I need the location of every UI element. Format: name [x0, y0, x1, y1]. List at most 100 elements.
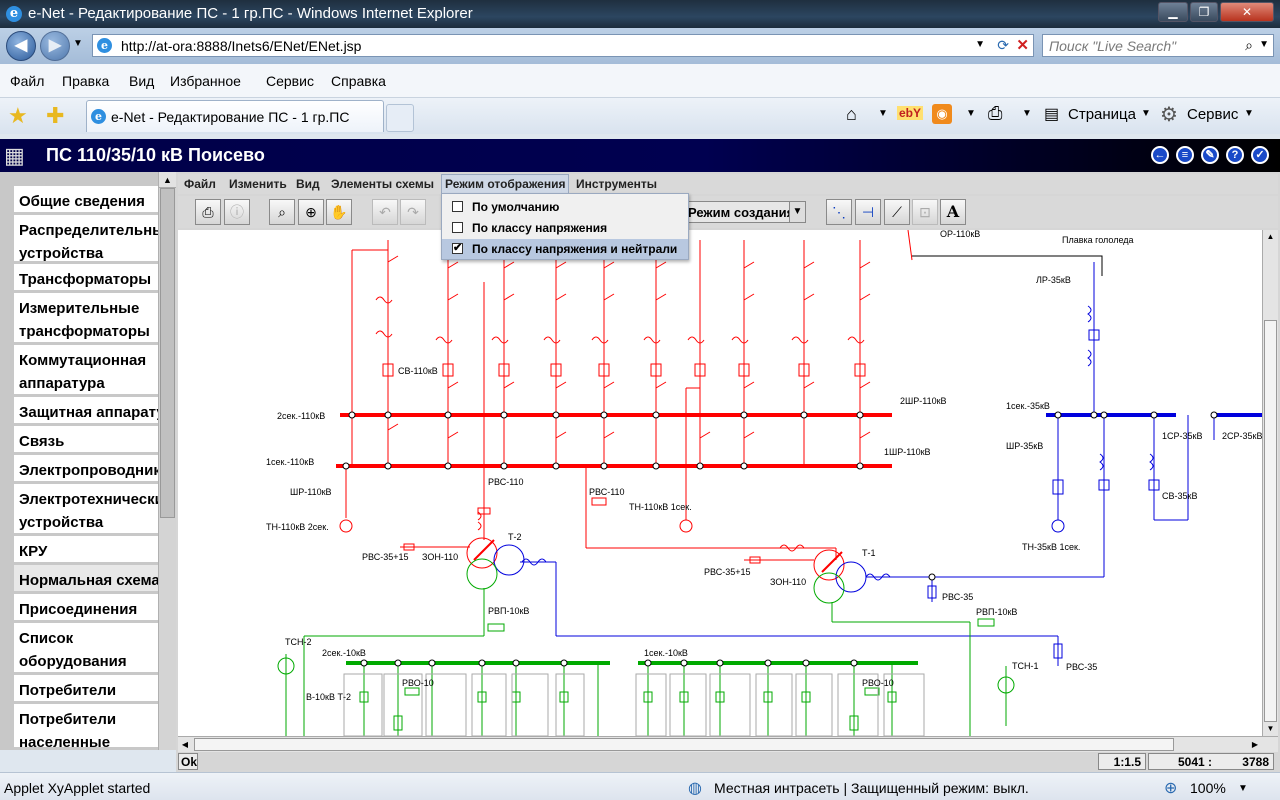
add-favorites-icon[interactable]: ✚: [46, 103, 65, 128]
print-tool-icon[interactable]: ⎙: [195, 199, 221, 225]
sidebar-scrollbar[interactable]: ▲: [158, 172, 176, 750]
close-icon[interactable]: ✕: [1220, 2, 1274, 22]
zoom-level[interactable]: 100%: [1190, 780, 1226, 796]
menu-tools[interactable]: Сервис: [266, 73, 314, 89]
security-zone: Местная интрасеть | Защищенный режим: вы…: [714, 780, 1029, 796]
sidebar-item-transformers[interactable]: Трансформаторы: [14, 264, 158, 293]
menu-view[interactable]: Вид: [129, 73, 155, 89]
switch-tool-icon[interactable]: ⟋: [884, 199, 910, 225]
rss-icon[interactable]: ◉: [932, 104, 952, 124]
page-dropdown-icon[interactable]: ▼: [1141, 108, 1151, 119]
settings-icon[interactable]: ✎: [1201, 146, 1219, 164]
help-icon[interactable]: ?: [1226, 146, 1244, 164]
print-dropdown-icon[interactable]: ▼: [1022, 108, 1032, 119]
forward-button[interactable]: ▶: [40, 31, 70, 61]
scroll-left-icon[interactable]: ◀: [181, 740, 189, 749]
fit-tool-icon[interactable]: ⊕: [298, 199, 324, 225]
disabled-tool-icon[interactable]: ⊡: [912, 199, 938, 225]
menu-edit[interactable]: Правка: [62, 73, 110, 89]
sidebar-scroll-thumb[interactable]: [160, 188, 175, 518]
sidebar-item-connections[interactable]: Присоединения: [14, 594, 158, 623]
canvas-vertical-scrollbar[interactable]: ▲ ▼: [1262, 230, 1278, 736]
sidebar-item-conductors[interactable]: Электропроводники: [14, 455, 158, 484]
tab-active[interactable]: e e-Net - Редактирование ПС - 1 гр.ПС: [86, 100, 384, 132]
maximize-icon[interactable]: ❐: [1190, 2, 1218, 22]
canvas-hscroll-thumb[interactable]: [194, 738, 1174, 751]
zoom-tool-icon[interactable]: ⌕: [269, 199, 295, 225]
sidebar-item-switching-equipment[interactable]: Коммутационная аппаратура: [14, 345, 158, 397]
display-mode-by-voltage[interactable]: По классу напряжения: [442, 218, 688, 238]
address-bar[interactable]: e http://at-ora:8888/Inets6/ENet/ENet.js…: [92, 34, 1034, 57]
zoom-icon[interactable]: ⊕: [1164, 780, 1178, 797]
ebay-icon[interactable]: ebY: [897, 106, 924, 120]
undo-icon[interactable]: ↶: [372, 199, 398, 225]
edit-icon[interactable]: ✓: [1251, 146, 1269, 164]
tools-dropdown-icon[interactable]: ▼: [1244, 108, 1254, 119]
canvas-vscroll-thumb[interactable]: [1264, 320, 1277, 722]
favorites-star-icon[interactable]: ★: [8, 103, 28, 128]
display-mode-by-voltage-neutral[interactable]: ✔ По классу напряжения и нейтрали: [442, 239, 688, 259]
new-tab-button[interactable]: [386, 104, 414, 132]
scroll-up-icon[interactable]: ▲: [1266, 232, 1275, 241]
applet-menu-elements[interactable]: Элементы схемы: [331, 177, 435, 191]
applet-menu-display-mode[interactable]: Режим отображения: [441, 174, 570, 194]
info-tool-icon[interactable]: ⓘ: [224, 199, 250, 225]
sidebar-item-consumers-settlements[interactable]: Потребители населенные пункты: [14, 704, 158, 750]
list-icon[interactable]: ≡: [1176, 146, 1194, 164]
scroll-down-icon[interactable]: ▼: [1266, 724, 1275, 733]
page-menu-label[interactable]: Страница: [1068, 106, 1136, 123]
stop-icon[interactable]: ✕: [1016, 37, 1029, 54]
scroll-right-icon[interactable]: ▶: [1251, 740, 1259, 749]
back-arrow-icon[interactable]: ←: [1151, 146, 1169, 164]
sidebar-item-measuring-transformers[interactable]: Измерительные трансформаторы: [14, 293, 158, 345]
page-menu-icon[interactable]: ▤: [1044, 106, 1060, 123]
rss-dropdown-icon[interactable]: ▼: [966, 108, 976, 119]
applet-menu-file[interactable]: Файл: [184, 177, 216, 191]
menu-help[interactable]: Справка: [331, 73, 386, 89]
home-icon[interactable]: ⌂: [846, 104, 857, 124]
tools-menu-label[interactable]: Сервис: [1187, 106, 1239, 123]
applet-menu-view[interactable]: Вид: [296, 177, 320, 191]
node-tool-icon[interactable]: ⋱: [826, 199, 852, 225]
applet-menu-edit[interactable]: Изменить: [229, 177, 287, 191]
menu-favorites[interactable]: Избранное: [170, 73, 241, 89]
sidebar-item-equipment-list[interactable]: Список оборудования: [14, 623, 158, 675]
sidebar-item-communication[interactable]: Связь: [14, 426, 158, 455]
home-dropdown-icon[interactable]: ▼: [878, 108, 888, 119]
back-button[interactable]: ◀: [6, 31, 36, 61]
print-icon[interactable]: ⎙: [988, 103, 1003, 123]
search-icon[interactable]: ⌕: [1245, 37, 1253, 53]
chevron-down-icon[interactable]: ▼: [789, 202, 805, 222]
bus-tool-icon[interactable]: ⊣: [855, 199, 881, 225]
page-icon: e: [97, 38, 112, 53]
search-input[interactable]: Поиск "Live Search": [1049, 38, 1177, 54]
text-tool-icon[interactable]: A: [940, 199, 966, 225]
pan-tool-icon[interactable]: ✋: [326, 199, 352, 225]
history-chevron-icon[interactable]: ▼: [73, 38, 83, 49]
sidebar-item-switchgear[interactable]: Распределительные устройства: [14, 215, 158, 264]
sidebar-item-consumers[interactable]: Потребители: [14, 675, 158, 704]
redo-icon[interactable]: ↷: [400, 199, 426, 225]
address-dropdown-icon[interactable]: ▼: [975, 39, 985, 50]
refresh-icon[interactable]: ⟳: [997, 37, 1009, 53]
search-box[interactable]: Поиск "Live Search" ⌕ ▼: [1042, 34, 1274, 57]
sidebar-item-general[interactable]: Общие сведения: [14, 186, 158, 215]
tab-title: e-Net - Редактирование ПС - 1 гр.ПС: [111, 109, 350, 125]
schematic-canvas[interactable]: СВ-110кВ 2сек.-110кВ 1сек.-110кВ ШР-110к…: [178, 230, 1262, 736]
gear-icon[interactable]: ⚙: [1160, 104, 1178, 126]
sidebar-item-kru[interactable]: КРУ: [14, 536, 158, 565]
sidebar-item-electrical-devices[interactable]: Электротехнические устройства: [14, 484, 158, 536]
label-sr1: 1СР-35кВ: [1162, 431, 1202, 441]
menu-file[interactable]: Файл: [10, 73, 45, 89]
display-mode-default[interactable]: По умолчанию: [442, 197, 688, 217]
sidebar-item-normal-scheme[interactable]: Нормальная схема: [14, 565, 158, 594]
zoom-dropdown-icon[interactable]: ▼: [1238, 783, 1248, 794]
scroll-up-icon[interactable]: ▲: [159, 172, 176, 188]
canvas-horizontal-scrollbar[interactable]: ◀ ▶: [178, 736, 1278, 752]
search-dropdown-icon[interactable]: ▼: [1259, 39, 1269, 50]
sidebar-item-protection[interactable]: Защитная аппаратура: [14, 397, 158, 426]
minimize-icon[interactable]: ▁: [1158, 2, 1188, 22]
mode-select[interactable]: Режим создания ▼: [684, 201, 806, 223]
label-lr35: ЛР-35кВ: [1036, 275, 1071, 285]
applet-menu-tools[interactable]: Инструменты: [576, 177, 658, 191]
